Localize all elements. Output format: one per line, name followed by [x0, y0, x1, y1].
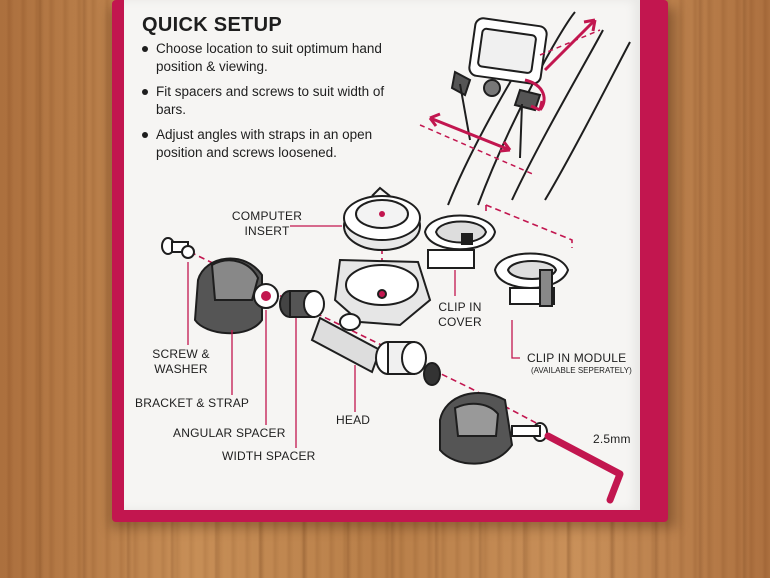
hex-key-icon — [544, 432, 624, 504]
bracket-strap-label: BRACKET & STRAP — [135, 396, 250, 410]
quick-setup-title: QUICK SETUP — [142, 14, 282, 36]
width-spacer-label: WIDTH SPACER — [222, 449, 316, 463]
bullet-icon — [142, 132, 148, 138]
bracket-strap-part — [193, 257, 279, 335]
computer-insert-label: COMPUTER INSERT — [231, 209, 303, 238]
screw-washer-label: SCREW & WASHER — [152, 347, 210, 376]
clip-in-module-label: CLIP IN MODULE — [527, 351, 627, 365]
setup-steps-list: Choose location to suit optimum hand pos… — [140, 40, 400, 169]
instruction-panel — [124, 0, 640, 510]
setup-step: Fit spacers and screws to suit width of … — [140, 83, 400, 119]
hex-key-size-label: 2.5mm — [593, 432, 631, 446]
spacer-parts — [279, 290, 441, 386]
right-bracket-part — [439, 391, 548, 465]
screw-washer-part — [161, 237, 195, 259]
bullet-icon — [142, 46, 148, 52]
clip-in-cover-part — [423, 214, 497, 269]
angular-spacer-label: ANGULAR SPACER — [173, 426, 286, 440]
head-part — [310, 258, 432, 374]
setup-step: Adjust angles with straps in an open pos… — [140, 126, 400, 162]
computer-insert-part — [343, 186, 421, 251]
clip-in-cover-label: CLIP IN COVER — [438, 300, 482, 329]
setup-step-text: Choose location to suit optimum hand pos… — [156, 41, 382, 74]
adjustment-arrows — [428, 18, 597, 153]
availability-note: (AVAILABLE SEPERATELY) — [531, 366, 632, 375]
bullet-icon — [142, 89, 148, 95]
label-leader-lines — [187, 225, 520, 448]
setup-step: Choose location to suit optimum hand pos… — [140, 40, 400, 76]
head-label: HEAD — [336, 413, 371, 427]
clip-in-module-part — [493, 252, 570, 307]
setup-step-text: Adjust angles with straps in an open pos… — [156, 127, 373, 160]
setup-step-text: Fit spacers and screws to suit width of … — [156, 84, 385, 117]
handlebar-dashed-guides — [419, 29, 601, 176]
